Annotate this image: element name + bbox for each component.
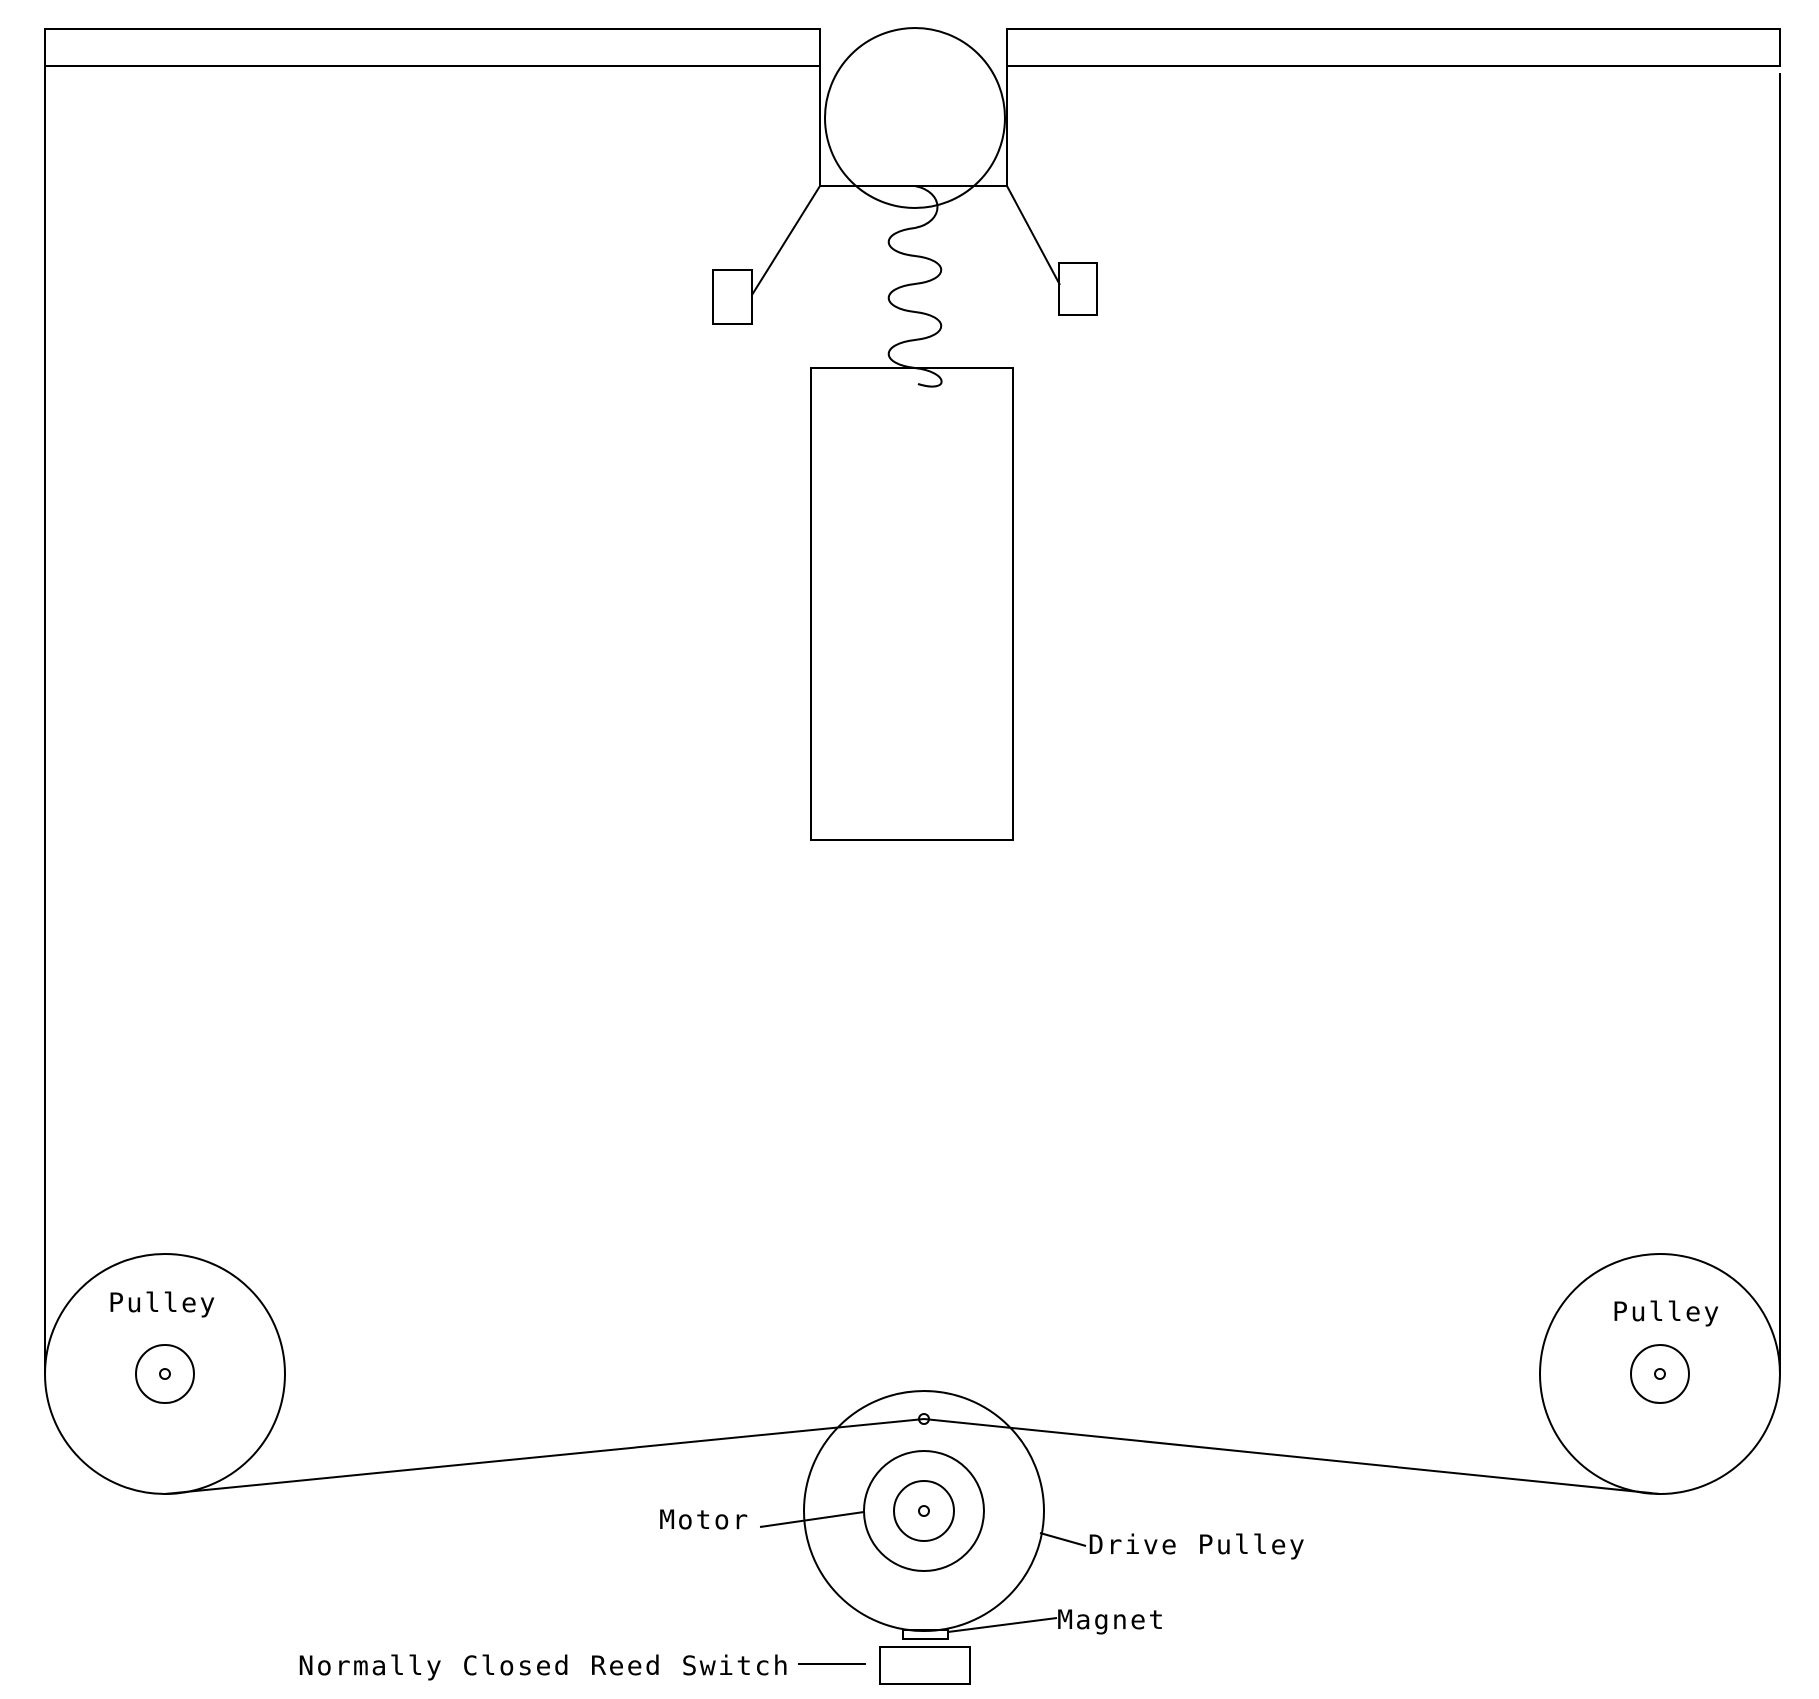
reed-switch [879, 1646, 971, 1685]
top-wheel [824, 27, 1006, 209]
belt-bottom-left [164, 1418, 925, 1495]
bracket-arm-left [751, 185, 821, 296]
drive-pulley-label: Drive Pulley [1088, 1530, 1307, 1561]
pulley-right-hub [1630, 1344, 1690, 1404]
motor-label: Motor [659, 1505, 750, 1536]
pulley-right-axle [1654, 1368, 1666, 1380]
stop-block-left [712, 269, 753, 325]
stop-block-right [1058, 262, 1098, 316]
pulley-right [1539, 1253, 1781, 1495]
motor-shaft [918, 1505, 930, 1517]
belt-bottom-right [923, 1418, 1661, 1495]
pulley-left-hub [135, 1344, 195, 1404]
bracket-arm-right [1006, 185, 1061, 286]
top-rail-right [1006, 28, 1781, 67]
leader-drive-pulley [1039, 1532, 1087, 1547]
motor-shaft-collar [893, 1480, 955, 1542]
motor-housing [863, 1450, 985, 1572]
pulley-right-rim [1539, 1253, 1781, 1495]
hanging-weight [810, 367, 1014, 841]
reed-switch-label: Normally Closed Reed Switch [298, 1651, 791, 1682]
spring-coil [887, 185, 943, 388]
pulley-right-label: Pulley [1612, 1297, 1722, 1328]
pulley-left-label: Pulley [108, 1288, 218, 1319]
leader-motor [759, 1511, 865, 1528]
pulley-left-axle [159, 1368, 171, 1380]
center-bracket [819, 29, 1008, 187]
magnet-label: Magnet [1057, 1605, 1167, 1636]
magnet [902, 1629, 949, 1640]
crank-pin [918, 1413, 930, 1425]
top-rail-left [44, 28, 821, 67]
leader-magnet [947, 1617, 1058, 1633]
drive-pulley-assembly [803, 1390, 1045, 1632]
